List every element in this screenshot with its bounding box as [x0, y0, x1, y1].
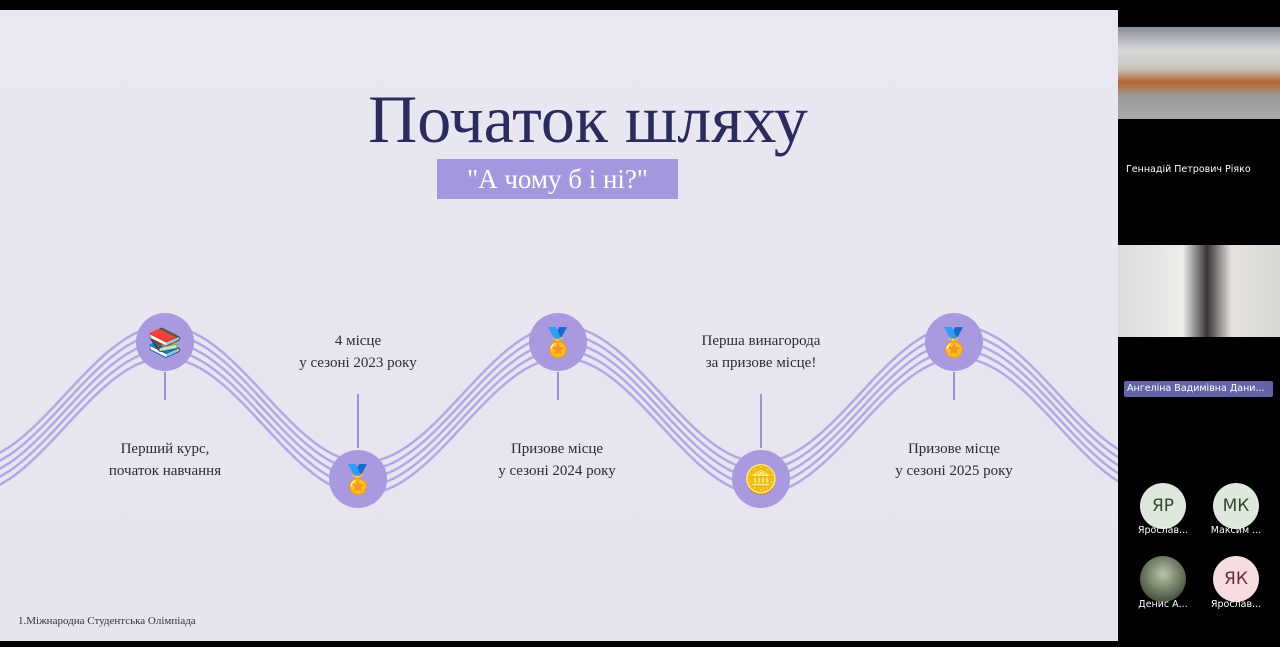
arrow-down [557, 372, 559, 400]
room-video-feed[interactable] [1118, 27, 1280, 119]
participant-name: Денис А... [1138, 599, 1188, 610]
avatar[interactable]: МК [1213, 483, 1259, 529]
slide-footer: 1.Міжнародна Студентська Олімпіада [18, 615, 196, 627]
participant-name: Максим ... [1210, 525, 1262, 536]
medal-icon: 🏅 [529, 313, 587, 371]
arrow-up [357, 394, 359, 448]
slide-title: Початок шляху [368, 81, 808, 157]
slide-subtitle: "А чому б і ні?" [437, 159, 678, 199]
presenter-name: Геннадій Петрович Ріяко [1126, 164, 1251, 175]
avatar[interactable]: ЯР [1140, 483, 1186, 529]
speaker-video-feed[interactable] [1118, 245, 1280, 337]
milestone-label-1: Перший курс,початок навчання [108, 441, 222, 479]
books-icon: 📚 [136, 313, 194, 371]
participant-name: Ярослав... [1210, 599, 1262, 610]
arrow-down [953, 372, 955, 400]
participants-panel: Геннадій Петрович Ріяко Ангеліна Вадимів… [1118, 0, 1280, 647]
fourth-place-medal-icon: 🏅 [329, 450, 387, 508]
medal-icon: 🏅 [925, 313, 983, 371]
speaker-name-badge: Ангеліна Вадимівна Дани... [1124, 381, 1273, 397]
avatar[interactable] [1140, 556, 1186, 602]
avatar[interactable]: ЯК [1213, 556, 1259, 602]
arrow-down [164, 372, 166, 400]
arrow-up [760, 394, 762, 448]
coins-icon: 🪙 [732, 450, 790, 508]
participant-name: Ярослав... [1137, 525, 1189, 536]
presentation-slide: Початок шляху "А чому б і ні?" 📚 Перший … [0, 10, 1118, 641]
